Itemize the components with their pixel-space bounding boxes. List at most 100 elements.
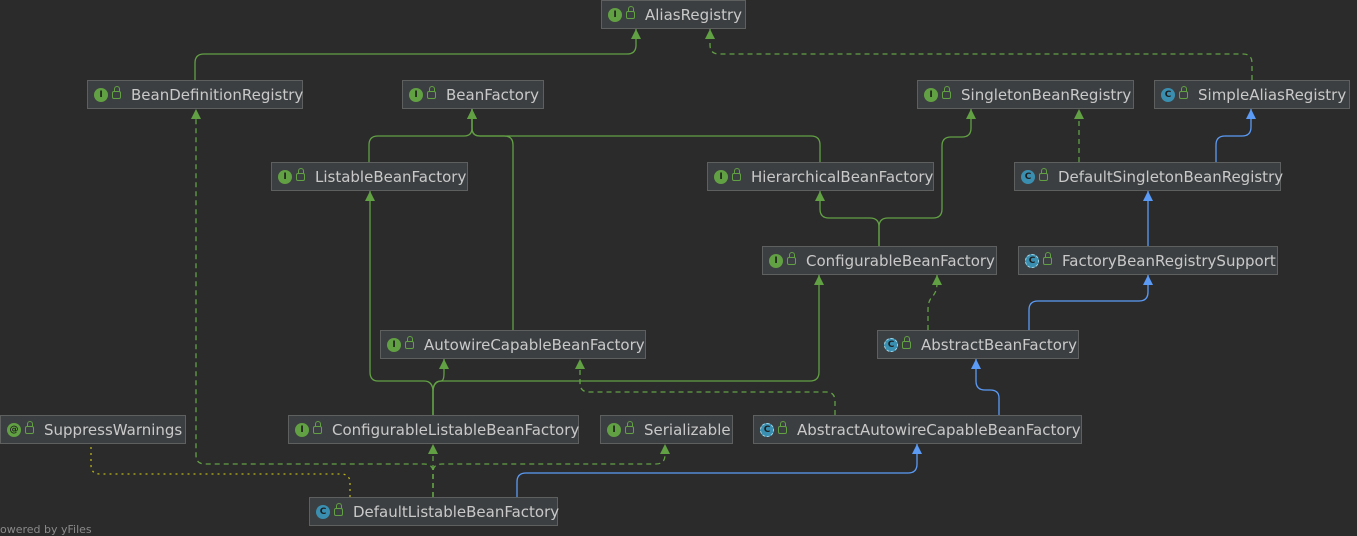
edge-configurable-listable-bean-factory-listable-bean-factory-arrowhead bbox=[365, 191, 375, 201]
node-serializable[interactable]: I Serializable bbox=[600, 415, 733, 444]
node-label: SimpleAliasRegistry bbox=[1198, 85, 1347, 104]
interface-icon: I bbox=[924, 87, 938, 102]
lock-icon bbox=[25, 420, 34, 434]
node-alias-registry[interactable]: I AliasRegistry bbox=[601, 0, 746, 29]
node-hierarchical-bean-factory[interactable]: I HierarchicalBeanFactory bbox=[707, 162, 934, 191]
node-label: BeanDefinitionRegistry bbox=[131, 85, 304, 104]
edge-configurable-listable-bean-factory-listable-bean-factory bbox=[369, 191, 434, 415]
edge-bean-definition-registry-alias-registry-arrowhead bbox=[631, 29, 641, 39]
node-configurable-bean-factory[interactable]: I ConfigurableBeanFactory bbox=[762, 246, 997, 275]
node-singleton-bean-registry[interactable]: I SingletonBeanRegistry bbox=[917, 80, 1134, 109]
lock-icon bbox=[778, 420, 787, 434]
lock-icon bbox=[732, 167, 741, 181]
edge-default-singleton-bean-registry-simple-alias-registry-arrowhead bbox=[1246, 109, 1256, 119]
node-suppress-warnings[interactable]: @ SuppressWarnings bbox=[0, 415, 186, 444]
lock-icon bbox=[1043, 251, 1052, 265]
edge-abstract-autowire-capable-bean-factory-autowire-capable-bean-factory-arrowhead bbox=[575, 359, 585, 369]
edge-configurable-listable-bean-factory-configurable-bean-factory bbox=[432, 275, 820, 415]
interface-icon: I bbox=[769, 253, 783, 268]
interface-icon: I bbox=[387, 337, 401, 352]
node-bean-definition-registry[interactable]: I BeanDefinitionRegistry bbox=[87, 80, 303, 109]
node-listable-bean-factory[interactable]: I ListableBeanFactory bbox=[271, 162, 468, 191]
edge-autowire-capable-bean-factory-bean-factory-arrowhead bbox=[467, 109, 477, 119]
edge-abstract-autowire-capable-bean-factory-abstract-bean-factory-arrowhead bbox=[971, 359, 981, 369]
edge-default-listable-bean-factory-suppress-warnings bbox=[90, 444, 351, 497]
node-label: AbstractAutowireCapableBeanFactory bbox=[797, 420, 1081, 439]
edge-default-listable-bean-factory-abstract-autowire-capable-bean-factory bbox=[516, 444, 918, 497]
node-label: BeanFactory bbox=[446, 85, 540, 104]
edge-listable-bean-factory-bean-factory bbox=[368, 109, 473, 162]
node-label: ListableBeanFactory bbox=[315, 167, 467, 186]
node-simple-alias-registry[interactable]: C SimpleAliasRegistry bbox=[1154, 80, 1350, 109]
interface-icon: I bbox=[608, 7, 622, 22]
edge-abstract-autowire-capable-bean-factory-abstract-bean-factory bbox=[975, 359, 1000, 415]
lock-icon bbox=[112, 85, 121, 99]
edge-simple-alias-registry-alias-registry-arrowhead bbox=[705, 29, 715, 39]
annotation-icon: @ bbox=[7, 422, 21, 437]
node-label: SingletonBeanRegistry bbox=[961, 85, 1132, 104]
edge-hierarchical-bean-factory-bean-factory bbox=[471, 109, 821, 162]
lock-icon bbox=[405, 335, 414, 349]
node-configurable-listable-bean-factory[interactable]: I ConfigurableListableBeanFactory bbox=[288, 415, 579, 444]
powered-by-footer: owered by yFiles bbox=[0, 523, 92, 536]
node-label: ConfigurableBeanFactory bbox=[806, 251, 995, 270]
edge-abstract-autowire-capable-bean-factory-autowire-capable-bean-factory bbox=[579, 359, 836, 415]
class-icon: C bbox=[1021, 169, 1035, 184]
edge-default-listable-bean-factory-abstract-autowire-capable-bean-factory-arrowhead bbox=[912, 444, 922, 454]
class-icon: C bbox=[316, 504, 330, 519]
lock-icon bbox=[902, 335, 911, 349]
edge-default-listable-bean-factory-serializable bbox=[432, 444, 666, 497]
node-label: DefaultListableBeanFactory bbox=[353, 502, 560, 521]
edge-configurable-listable-bean-factory-configurable-bean-factory-arrowhead bbox=[814, 275, 824, 285]
edge-configurable-listable-bean-factory-autowire-capable-bean-factory-arrowhead bbox=[439, 359, 449, 369]
lock-icon bbox=[427, 85, 436, 99]
lock-icon bbox=[334, 502, 343, 516]
node-label: SuppressWarnings bbox=[44, 420, 183, 439]
interface-icon: I bbox=[607, 422, 621, 437]
node-default-listable-bean-factory[interactable]: C DefaultListableBeanFactory bbox=[309, 497, 560, 526]
node-default-singleton-bean-registry[interactable]: C DefaultSingletonBeanRegistry bbox=[1014, 162, 1284, 191]
edge-factory-bean-registry-support-default-singleton-bean-registry-arrowhead bbox=[1143, 191, 1153, 201]
node-label: HierarchicalBeanFactory bbox=[751, 167, 934, 186]
edge-simple-alias-registry-alias-registry bbox=[709, 29, 1253, 80]
lock-icon bbox=[942, 85, 951, 99]
node-factory-bean-registry-support[interactable]: C FactoryBeanRegistrySupport bbox=[1018, 246, 1278, 275]
edge-configurable-bean-factory-hierarchical-bean-factory-arrowhead bbox=[815, 191, 825, 201]
interface-icon: I bbox=[409, 87, 423, 102]
edge-configurable-bean-factory-hierarchical-bean-factory bbox=[819, 191, 880, 246]
interface-icon: I bbox=[278, 169, 292, 184]
edge-autowire-capable-bean-factory-bean-factory bbox=[471, 109, 514, 330]
lock-icon bbox=[625, 420, 634, 434]
node-label: AutowireCapableBeanFactory bbox=[424, 335, 645, 354]
lock-icon bbox=[1179, 85, 1188, 99]
edge-configurable-bean-factory-singleton-bean-registry bbox=[878, 109, 972, 246]
lock-icon bbox=[1039, 167, 1048, 181]
interface-icon: I bbox=[295, 422, 309, 437]
interface-icon: I bbox=[94, 87, 108, 102]
node-label: ConfigurableListableBeanFactory bbox=[332, 420, 580, 439]
node-abstract-bean-factory[interactable]: C AbstractBeanFactory bbox=[877, 330, 1079, 359]
class-icon: C bbox=[1161, 87, 1175, 102]
edge-default-listable-bean-factory-bean-definition-registry bbox=[195, 109, 434, 497]
lock-icon bbox=[313, 420, 322, 434]
edge-configurable-bean-factory-singleton-bean-registry-arrowhead bbox=[966, 109, 976, 119]
node-label: Serializable bbox=[644, 420, 731, 439]
edge-default-singleton-bean-registry-singleton-bean-registry-arrowhead bbox=[1074, 109, 1084, 119]
edge-default-listable-bean-factory-serializable-arrowhead bbox=[660, 444, 670, 454]
node-autowire-capable-bean-factory[interactable]: I AutowireCapableBeanFactory bbox=[380, 330, 646, 359]
edge-abstract-bean-factory-factory-bean-registry-support bbox=[1028, 275, 1149, 330]
abstract-class-icon: C bbox=[760, 422, 774, 437]
edge-default-listable-bean-factory-bean-definition-registry-arrowhead bbox=[191, 109, 201, 119]
abstract-class-icon: C bbox=[1025, 253, 1039, 268]
lock-icon bbox=[787, 251, 796, 265]
edge-abstract-bean-factory-factory-bean-registry-support-arrowhead bbox=[1143, 275, 1153, 285]
node-abstract-autowire-capable-bean-factory[interactable]: C AbstractAutowireCapableBeanFactory bbox=[753, 415, 1082, 444]
edge-abstract-bean-factory-configurable-bean-factory-arrowhead bbox=[932, 275, 942, 285]
node-label: AliasRegistry bbox=[645, 5, 743, 24]
edge-abstract-bean-factory-configurable-bean-factory bbox=[927, 275, 938, 330]
node-bean-factory[interactable]: I BeanFactory bbox=[402, 80, 544, 109]
node-label: DefaultSingletonBeanRegistry bbox=[1058, 167, 1284, 186]
node-label: FactoryBeanRegistrySupport bbox=[1062, 251, 1276, 270]
interface-icon: I bbox=[714, 169, 728, 184]
